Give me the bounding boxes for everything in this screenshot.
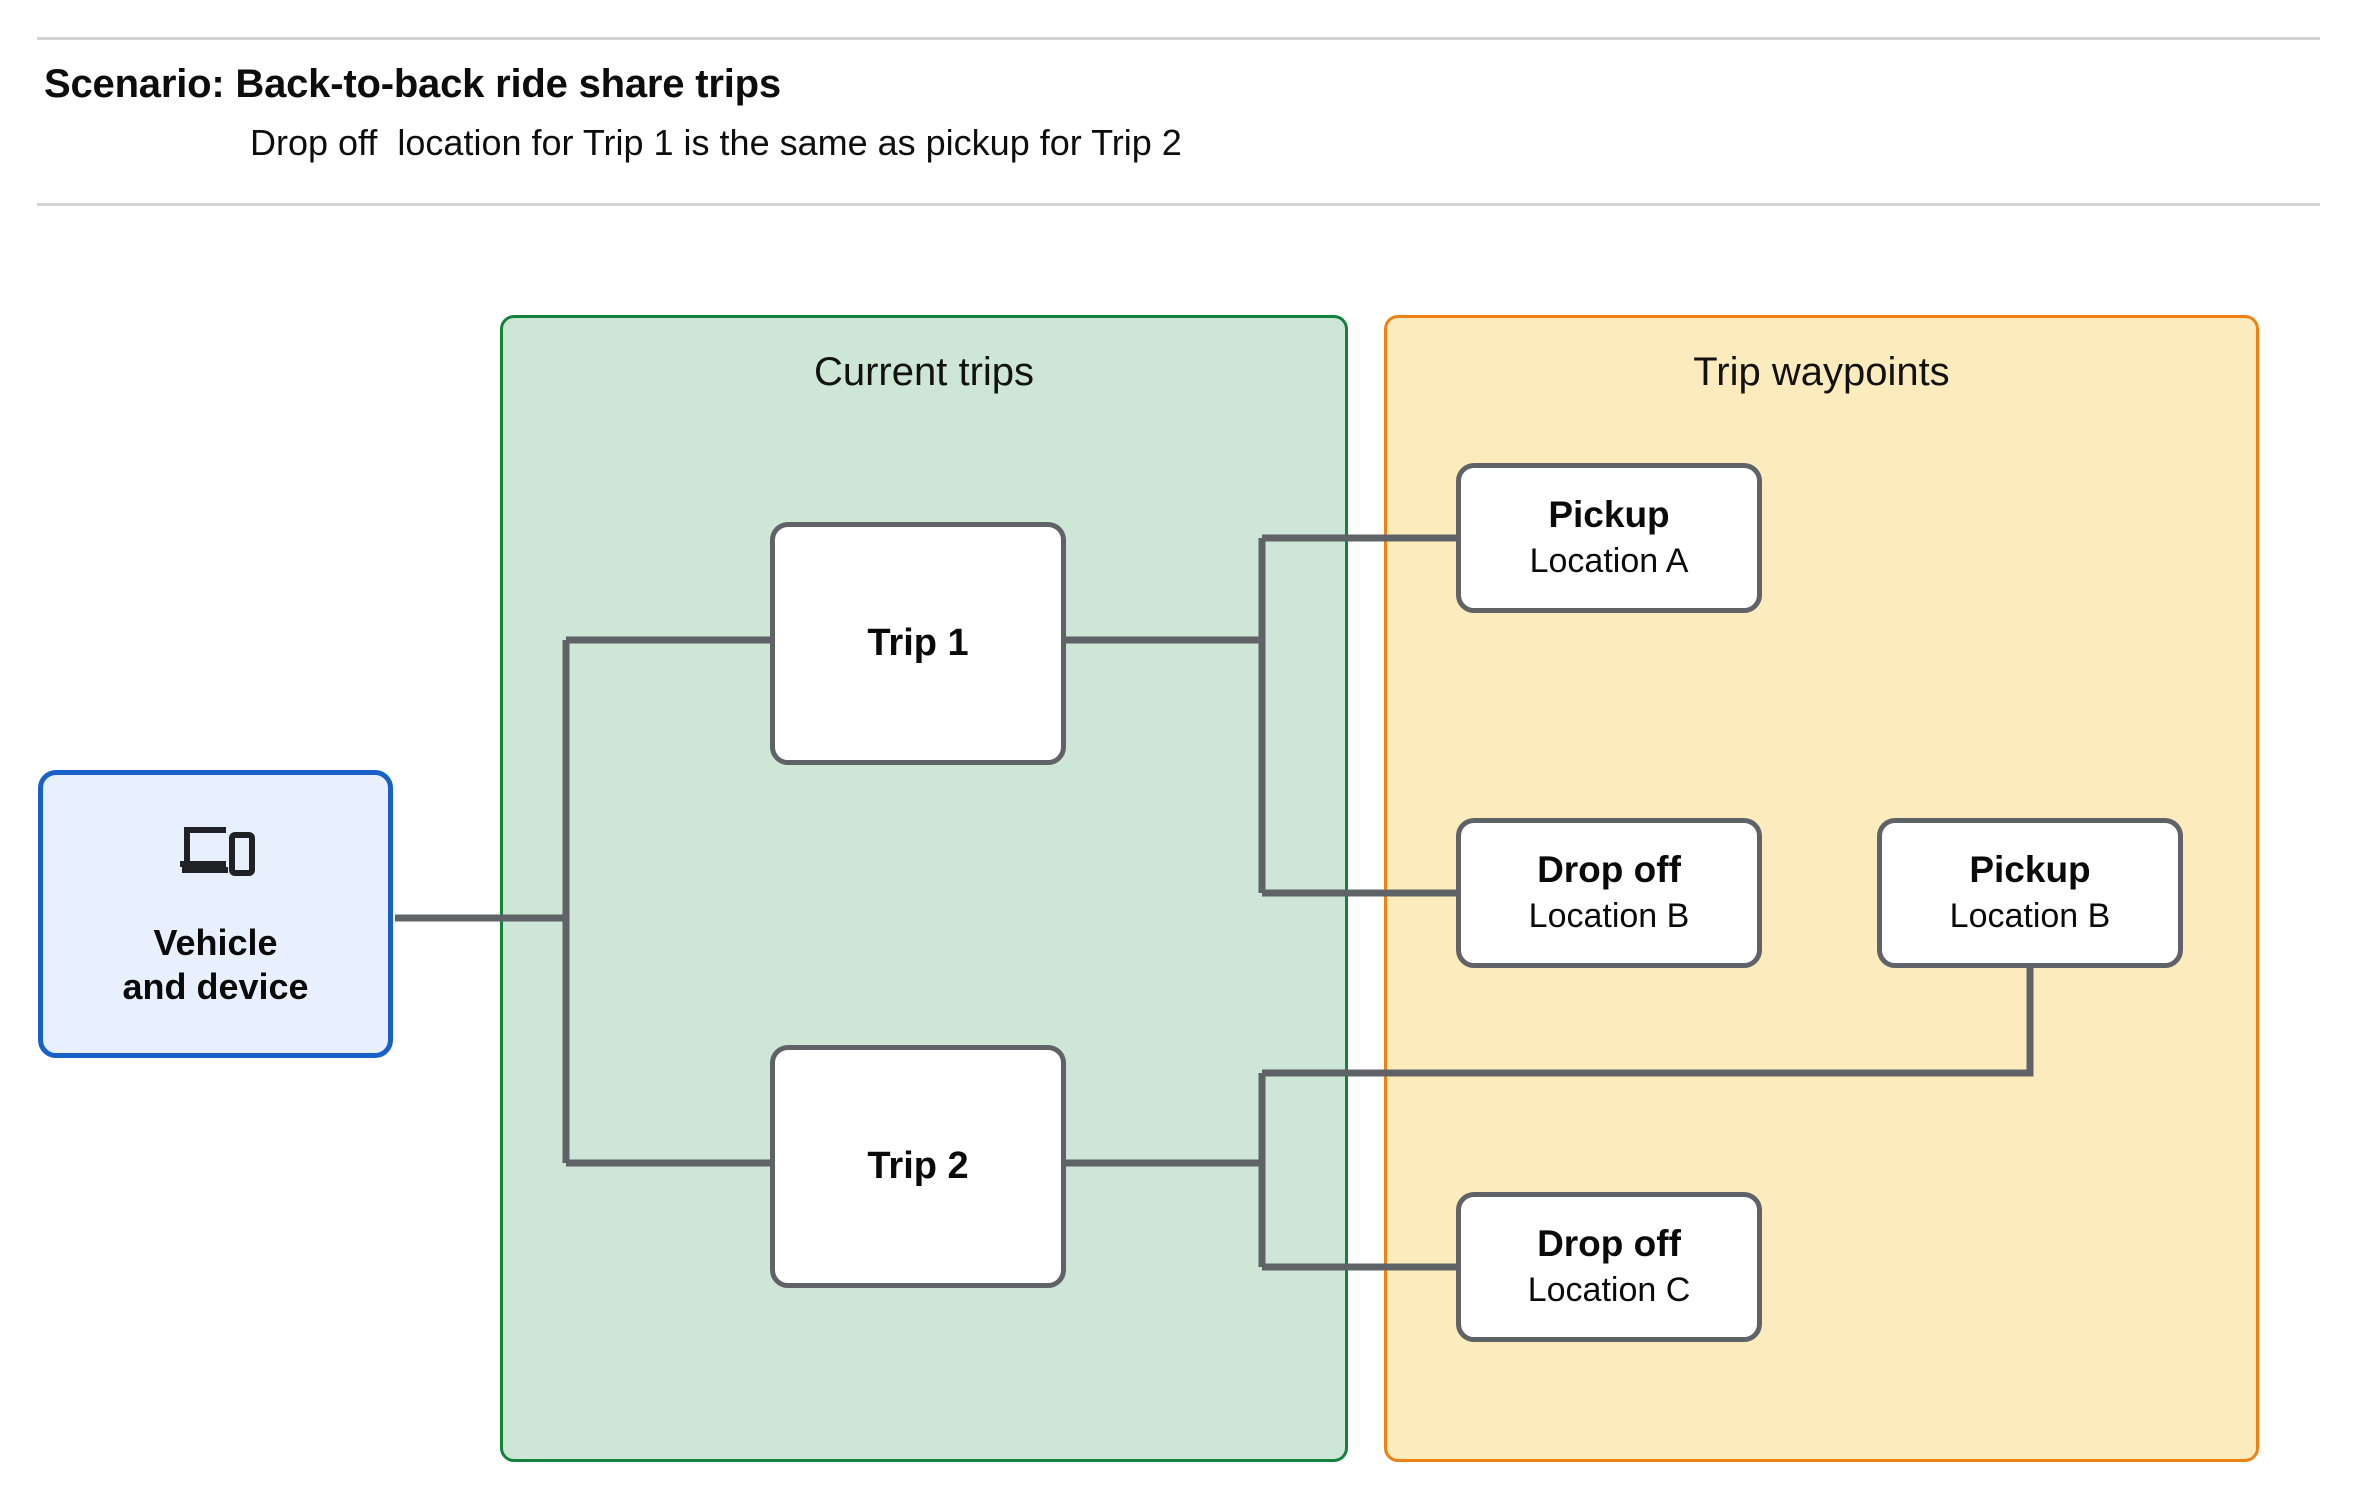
- node-vehicle-label: Vehicle and device: [122, 922, 309, 1007]
- waypoint-type: Drop off: [1537, 849, 1681, 891]
- group-trip-waypoints-label: Trip waypoints: [1693, 350, 1950, 394]
- node-waypoint-pickup-b[interactable]: Pickup Location B: [1877, 818, 2183, 968]
- waypoint-location: Location B: [1528, 896, 1690, 935]
- waypoint-type: Drop off: [1537, 1223, 1681, 1265]
- node-waypoint-pickup-a[interactable]: Pickup Location A: [1456, 463, 1762, 613]
- waypoint-location: Location A: [1529, 541, 1689, 580]
- devices-icon: [179, 827, 255, 877]
- group-current-trips-label: Current trips: [813, 350, 1035, 394]
- waypoint-location: Location B: [1949, 896, 2111, 935]
- group-current-trips: Current trips: [500, 315, 1348, 1462]
- waypoint-type: Pickup: [1548, 494, 1670, 536]
- node-trip-1-label: Trip 1: [867, 621, 969, 664]
- waypoint-type: Pickup: [1969, 849, 2091, 891]
- node-trip-2-label: Trip 2: [867, 1144, 969, 1187]
- page-title: Scenario: Back-to-back ride share trips: [44, 62, 781, 106]
- node-waypoint-dropoff-b[interactable]: Drop off Location B: [1456, 818, 1762, 968]
- node-waypoint-dropoff-c[interactable]: Drop off Location C: [1456, 1192, 1762, 1342]
- header-divider-bottom: [37, 203, 2320, 206]
- header-divider-top: [37, 37, 2320, 40]
- waypoint-location: Location C: [1527, 1270, 1691, 1309]
- node-vehicle-and-device[interactable]: Vehicle and device: [38, 770, 393, 1058]
- page-subtitle: Drop off location for Trip 1 is the same…: [250, 122, 1182, 163]
- node-trip-2[interactable]: Trip 2: [770, 1045, 1066, 1288]
- node-trip-1[interactable]: Trip 1: [770, 522, 1066, 765]
